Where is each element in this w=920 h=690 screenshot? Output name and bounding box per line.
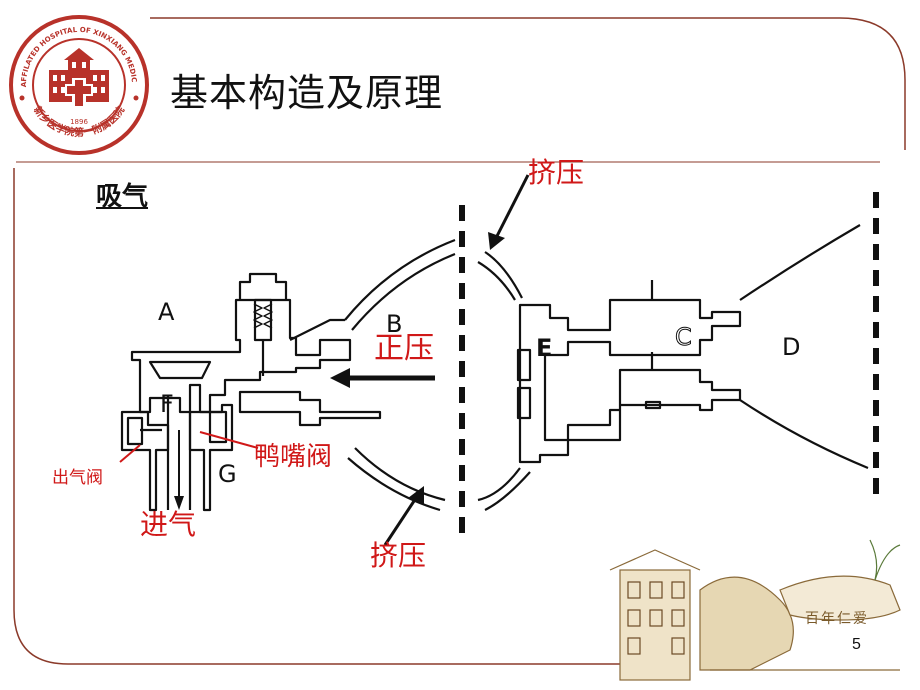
bag-c-lower-outline [477, 467, 521, 502]
squeeze-arrow-top [493, 174, 530, 241]
logo-year: 1896 [70, 118, 88, 126]
annotation-positive-pressure: 正压 [374, 331, 434, 366]
page-title: 基本构造及原理 [170, 71, 444, 115]
annotation-duckbill-valve: 鸭嘴阀 [254, 442, 332, 472]
squeeze-arrow-bottom [383, 494, 420, 546]
bag-b-upper-outline [344, 238, 456, 321]
annotation-outlet-valve: 出气阀 [52, 468, 103, 488]
annotation-squeeze-bottom: 挤压 [370, 539, 426, 572]
inlet-valve-g [188, 403, 234, 512]
label-b: B [386, 310, 402, 338]
hospital-logo: 1896 THE FIRST AFFILATED HOSPITAL OF XIN… [6, 12, 149, 155]
annotation-inlet-air: 进气 [140, 508, 196, 541]
brand-text: 百年仁爱 [805, 611, 869, 627]
label-d: D [782, 333, 800, 361]
connector-e [518, 298, 742, 464]
air-tube [238, 390, 382, 427]
label-g: G [218, 460, 237, 488]
bag-c-upper-outline [484, 251, 523, 299]
decorative-building-sketch [609, 539, 901, 681]
label-f: F [160, 390, 174, 418]
section-subtitle: 吸气 [96, 182, 149, 212]
label-a: A [158, 298, 175, 326]
page-number: 5 [852, 636, 861, 653]
valve-cap [238, 272, 288, 300]
label-e: E [536, 334, 552, 362]
outlet-valve [120, 410, 170, 512]
bag-d-upper-outline [739, 224, 861, 301]
valve-body-a [130, 298, 352, 414]
annotation-squeeze-top: 挤压 [528, 156, 584, 189]
bag-b-lower-outline [354, 447, 446, 502]
bag-d-lower-outline [739, 399, 869, 470]
label-c: C [675, 323, 692, 351]
